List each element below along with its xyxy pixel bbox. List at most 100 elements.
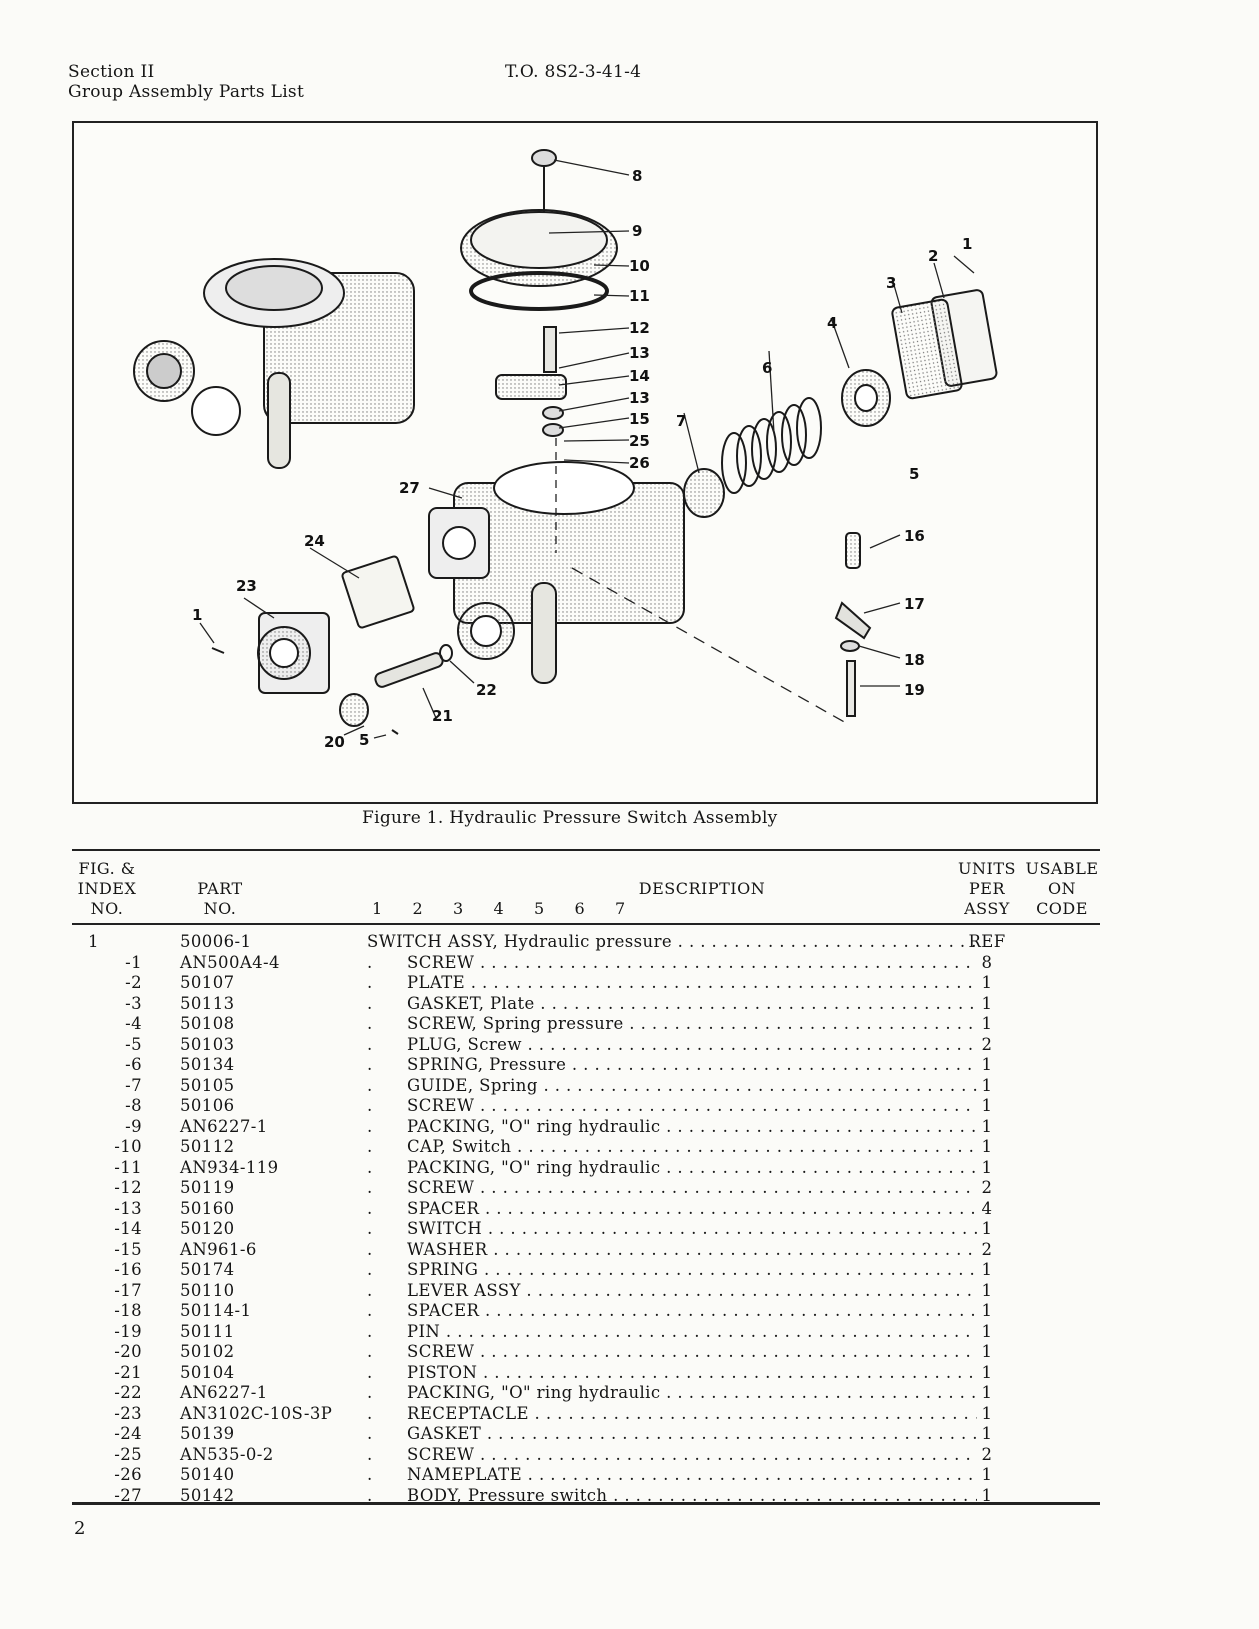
callout-label: 12	[629, 319, 650, 337]
description-cell: .PLUG, Screw . . . . . . . . . . . . . .…	[367, 1035, 977, 1055]
callout-label: 25	[629, 432, 650, 450]
callout-label: 20	[324, 733, 345, 751]
header-line: ASSY	[964, 899, 1010, 918]
fig-index-cell: -5	[125, 1034, 142, 1054]
header-part-no: PART NO.	[180, 879, 260, 919]
callout-label: 5	[909, 465, 919, 483]
description-text: SPRING	[407, 1260, 479, 1279]
dot-leader: . . . . . . . . . . . . . . . . . . . . …	[487, 1219, 977, 1238]
part-number-cell: 50108	[180, 1014, 235, 1033]
description-cell: .PACKING, "O" ring hydraulic . . . . . .…	[367, 1383, 977, 1403]
units-per-assy-cell: REF	[968, 932, 1006, 951]
units-per-assy-cell: 1	[981, 1116, 993, 1136]
exploded-view-figure: 8 9 10 11 12 13 14 13 15 25 26 27 24 23 …	[72, 121, 1098, 804]
description-text: PLUG, Screw	[407, 1034, 522, 1054]
dot-leader: . . . . . . . . . . . . . . . . . . . . …	[571, 1055, 977, 1074]
units-per-assy-cell: 1	[981, 1280, 993, 1300]
table-top-rule	[72, 849, 1100, 851]
dot-leader: . . . . . . . . . . . . . . . . . . . . …	[534, 1403, 977, 1423]
dot-leader: . . . . . . . . . . . . . . . . . . . . …	[486, 1424, 977, 1443]
description-text: SCREW	[407, 1096, 475, 1115]
fig-index-cell: -13	[114, 1198, 142, 1218]
description-cell: .SWITCH . . . . . . . . . . . . . . . . …	[367, 1219, 977, 1239]
part-number-cell: AN535-0-2	[180, 1444, 274, 1464]
units-per-assy-cell: 1	[981, 1096, 993, 1115]
fig-index-cell: -9	[125, 1116, 142, 1136]
group-label: Group Assembly Parts List	[68, 82, 305, 102]
callout-label: 22	[476, 681, 497, 699]
part-number-cell: 50174	[180, 1260, 235, 1279]
units-per-assy-cell: 1	[981, 1362, 993, 1382]
units-per-assy-cell: 2	[981, 1178, 993, 1197]
description-text: PLATE	[407, 973, 466, 992]
units-per-assy-cell: 1	[981, 1157, 993, 1177]
description-text: PACKING, "O" ring hydraulic	[407, 1383, 661, 1402]
description-text: SCREW	[407, 1444, 475, 1464]
dot-leader: . . . . . . . . . . . . . . . . . . . . …	[480, 1444, 977, 1464]
part-number-cell: 50114-1	[180, 1301, 252, 1320]
header-line: NO.	[203, 899, 237, 918]
description-cell: SWITCH ASSY, Hydraulic pressure . . . . …	[367, 932, 977, 952]
description-cell: .LEVER ASSY . . . . . . . . . . . . . . …	[367, 1281, 977, 1301]
description-text: PIN	[407, 1321, 441, 1341]
fig-index-cell: -2	[125, 973, 142, 992]
part-number-cell: 50006-1	[180, 932, 252, 951]
part-number-cell: 50119	[180, 1178, 235, 1197]
callout-label: 23	[236, 577, 257, 595]
description-cell: .SCREW, Spring pressure . . . . . . . . …	[367, 1014, 977, 1034]
fig-index-cell: -19	[114, 1321, 142, 1341]
callout-label: 1	[962, 235, 972, 253]
callout-label: 21	[432, 707, 453, 725]
units-per-assy-cell: 1	[981, 973, 993, 992]
description-cell: .BODY, Pressure switch . . . . . . . . .…	[367, 1486, 977, 1506]
header-usable-on-code: USABLE ON CODE	[1024, 859, 1100, 919]
description-text: GASKET	[407, 1424, 482, 1443]
units-per-assy-cell: 8	[981, 952, 993, 972]
fig-index-cell: -26	[114, 1465, 142, 1484]
description-text: SCREW, Spring pressure	[407, 1014, 624, 1033]
fig-index-cell: -4	[125, 1014, 142, 1033]
units-per-assy-cell: 1	[981, 1260, 993, 1279]
units-per-assy-cell: 2	[981, 1034, 993, 1054]
description-cell: .GUIDE, Spring . . . . . . . . . . . . .…	[367, 1076, 977, 1096]
description-cell: .SCREW . . . . . . . . . . . . . . . . .…	[367, 1096, 977, 1116]
description-text: SWITCH ASSY, Hydraulic pressure	[367, 932, 673, 951]
part-number-cell: AN961-6	[180, 1239, 257, 1259]
fig-index-cell: -21	[114, 1362, 142, 1382]
figure-caption: Figure 1. Hydraulic Pressure Switch Asse…	[362, 808, 778, 828]
description-text: SPRING, Pressure	[407, 1055, 567, 1074]
indent-level: 7	[615, 899, 626, 918]
header-line: UNITS	[958, 859, 1016, 878]
description-text: GUIDE, Spring	[407, 1075, 538, 1095]
dot-leader: . . . . . . . . . . . . . . . . . . . . …	[484, 1301, 977, 1320]
callout-label: 16	[904, 527, 925, 545]
description-text: WASHER	[407, 1239, 488, 1259]
part-number-cell: 50104	[180, 1362, 235, 1382]
fig-index-cell: -15	[114, 1239, 142, 1259]
dot-leader: . . . . . . . . . . . . . . . . . . . . …	[526, 1280, 977, 1300]
dot-leader: . . . . . . . . . . . . . . . . . . . . …	[480, 1096, 977, 1115]
description-text: SWITCH	[407, 1219, 483, 1238]
dot-leader: . . . . . . . . . . . . . . . . . . . . …	[540, 993, 977, 1013]
callout-label: 11	[629, 287, 650, 305]
callout-label: 9	[632, 222, 642, 240]
dot-leader: . . . . . . . . . . . . . . . . . . . . …	[629, 1014, 977, 1033]
part-number-cell: 50107	[180, 973, 235, 992]
part-number-cell: AN6227-1	[180, 1383, 268, 1402]
fig-index-cell: -23	[114, 1403, 142, 1423]
description-text: PACKING, "O" ring hydraulic	[407, 1157, 661, 1177]
dot-leader: . . . . . . . . . . . . . . . . . . . . …	[484, 1198, 977, 1218]
fig-index-cell: -20	[114, 1342, 142, 1361]
callout-label: 15	[629, 410, 650, 428]
description-text: RECEPTACLE	[407, 1403, 529, 1423]
callout-label: 3	[886, 274, 896, 292]
callout-label: 17	[904, 595, 925, 613]
